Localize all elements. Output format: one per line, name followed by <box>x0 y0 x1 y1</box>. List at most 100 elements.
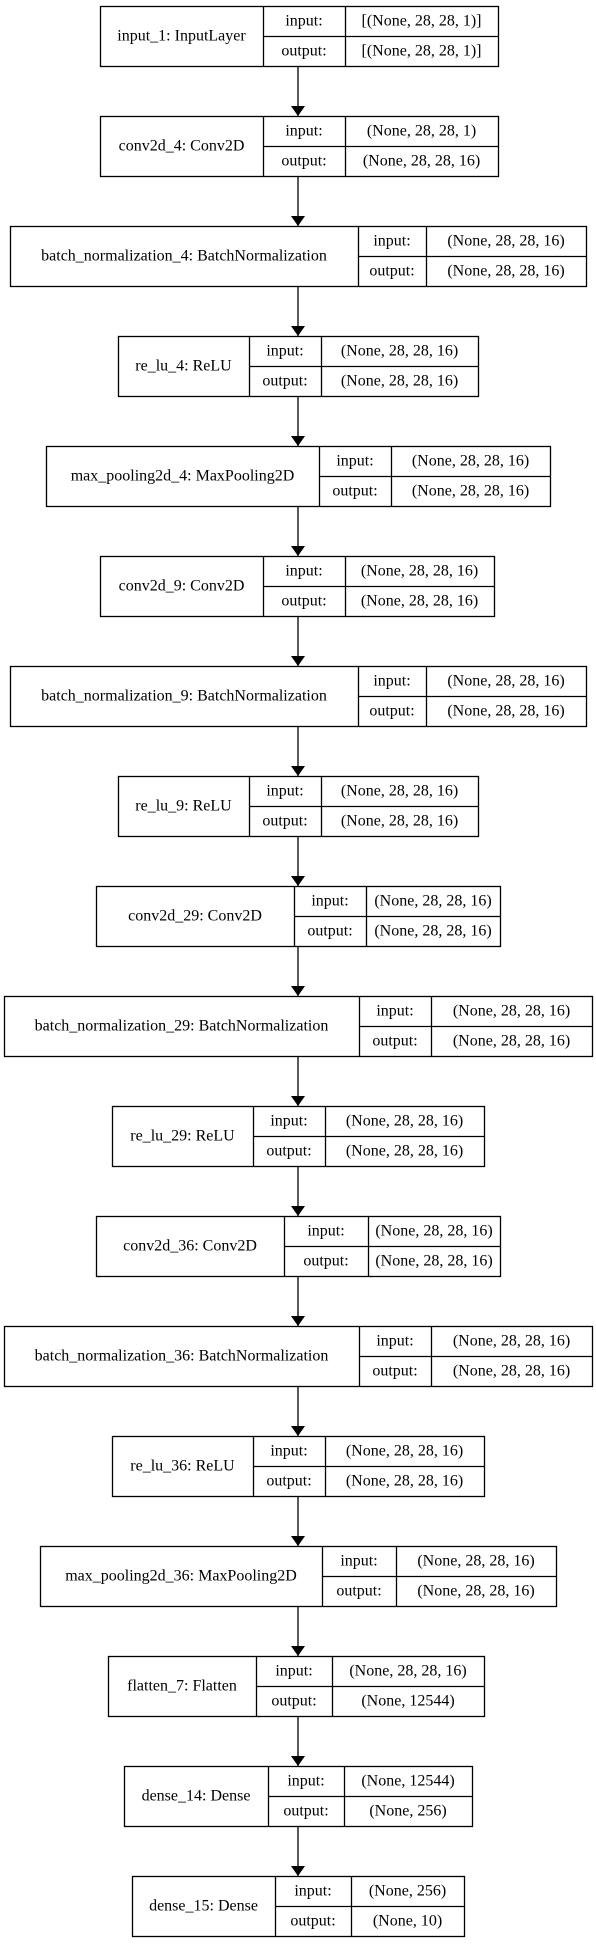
output-label: output: <box>372 1033 417 1050</box>
input-shape: (None, 28, 28, 16) <box>375 1223 492 1240</box>
input-label: input: <box>373 673 410 690</box>
layer-name: conv2d_4: Conv2D <box>119 138 245 155</box>
layer-node: batch_normalization_9: BatchNormalizatio… <box>9 665 588 728</box>
input-shape: (None, 28, 28, 16) <box>349 1663 466 1680</box>
layer-name: max_pooling2d_36: MaxPooling2D <box>65 1568 297 1585</box>
input-label: input: <box>376 1003 413 1020</box>
layer-name: max_pooling2d_4: MaxPooling2D <box>71 468 295 485</box>
output-label: output: <box>336 1583 381 1600</box>
output-shape: (None, 28, 28, 16) <box>447 263 564 280</box>
layer-node: batch_normalization_36: BatchNormalizati… <box>3 1325 594 1388</box>
input-shape: (None, 256) <box>369 1883 446 1900</box>
layer-name: dense_15: Dense <box>149 1898 258 1915</box>
output-label: output: <box>262 813 307 830</box>
input-shape: (None, 28, 28, 16) <box>346 1113 463 1130</box>
input-shape: (None, 28, 28, 16) <box>341 343 458 360</box>
layer-name: conv2d_9: Conv2D <box>119 578 245 595</box>
output-label: output: <box>281 153 326 170</box>
layer-name: input_1: InputLayer <box>117 28 246 45</box>
input-label: input: <box>285 13 322 30</box>
layer-node: re_lu_36: ReLU input: output: (None, 28, 28… <box>111 1435 486 1498</box>
input-label: input: <box>336 453 373 470</box>
output-label: output: <box>271 1693 316 1710</box>
output-shape: (None, 28, 28, 16) <box>447 703 564 720</box>
input-label: input: <box>287 1773 324 1790</box>
output-shape: (None, 28, 28, 16) <box>412 483 529 500</box>
input-shape: (None, 28, 28, 16) <box>341 783 458 800</box>
layer-node: flatten_7: Flatten input: output: (None, 28… <box>107 1655 486 1718</box>
input-label: input: <box>266 783 303 800</box>
input-label: input: <box>285 123 322 140</box>
layer-node: max_pooling2d_36: MaxPooling2D input: outp… <box>39 1545 558 1608</box>
input-label: input: <box>266 343 303 360</box>
layer-name: re_lu_9: ReLU <box>135 798 232 815</box>
output-label: output: <box>303 1253 348 1270</box>
input-shape: (None, 28, 28, 16) <box>453 1333 570 1350</box>
input-label: input: <box>376 1333 413 1350</box>
output-shape: (None, 28, 28, 16) <box>417 1583 534 1600</box>
layer-node: batch_normalization_4: BatchNormalizatio… <box>9 225 588 288</box>
output-shape: (None, 28, 28, 16) <box>374 923 491 940</box>
layer-name: re_lu_4: ReLU <box>135 358 232 375</box>
input-label: input: <box>307 1223 344 1240</box>
layer-name: re_lu_36: ReLU <box>130 1458 235 1475</box>
output-shape: [(None, 28, 28, 1)] <box>362 43 482 60</box>
input-shape: (None, 28, 28, 16) <box>417 1553 534 1570</box>
layer-node: re_lu_4: ReLU input: output: (None, 28, 28,… <box>117 335 480 398</box>
output-label: output: <box>369 703 414 720</box>
layer-name: batch_normalization_29: BatchNormalizati… <box>35 1018 329 1035</box>
input-label: input: <box>340 1553 377 1570</box>
input-shape: (None, 28, 28, 16) <box>447 673 564 690</box>
layer-node: max_pooling2d_4: MaxPooling2Dinput:outpu… <box>45 445 552 508</box>
layer-node: input_1: InputLayer input: output: [(None, … <box>99 5 500 68</box>
output-label: output: <box>369 263 414 280</box>
layer-name: flatten_7: Flatten <box>127 1678 237 1695</box>
input-label: input: <box>270 1113 307 1130</box>
input-shape: (None, 28, 28, 16) <box>346 1443 463 1460</box>
output-label: output: <box>266 1143 311 1160</box>
output-shape: (None, 28, 28, 16) <box>341 373 458 390</box>
layer-name: dense_14: Dense <box>142 1788 251 1805</box>
output-label: output: <box>262 373 307 390</box>
layer-node: conv2d_4: Conv2D input: output: (None, 28, … <box>99 115 500 178</box>
layer-name: conv2d_29: Conv2D <box>128 908 262 925</box>
input-shape: (None, 28, 28, 16) <box>453 1003 570 1020</box>
input-shape: (None, 28, 28, 16) <box>361 563 478 580</box>
layer-node: conv2d_9: Conv2D input: output: (None, 28, … <box>99 555 496 618</box>
output-shape: (None, 28, 28, 16) <box>341 813 458 830</box>
input-label: input: <box>275 1663 312 1680</box>
input-shape: (None, 28, 28, 1) <box>367 123 476 140</box>
input-shape: (None, 12544) <box>361 1773 454 1790</box>
layer-node: dense_14: Dense input: output: (None, 12544… <box>123 1765 474 1828</box>
output-shape: (None, 28, 28, 16) <box>363 153 480 170</box>
input-shape: (None, 28, 28, 16) <box>412 453 529 470</box>
input-label: input: <box>311 893 348 910</box>
output-shape: (None, 28, 28, 16) <box>453 1033 570 1050</box>
layer-name: batch_normalization_4: BatchNormalizatio… <box>41 248 327 265</box>
input-shape: (None, 28, 28, 16) <box>374 893 491 910</box>
layer-node: conv2d_29: Conv2D input: output: (None, 28,… <box>95 885 502 948</box>
output-shape: (None, 28, 28, 16) <box>361 593 478 610</box>
output-label: output: <box>283 1803 328 1820</box>
output-label: output: <box>281 593 326 610</box>
layer-node: re_lu_9: ReLU input: output: (None, 28, 28,… <box>117 775 480 838</box>
output-shape: (None, 12544) <box>361 1693 454 1710</box>
output-label: output: <box>266 1473 311 1490</box>
input-label: input: <box>285 563 322 580</box>
input-shape: (None, 28, 28, 16) <box>447 233 564 250</box>
output-label: output: <box>290 1913 335 1930</box>
output-label: output: <box>281 43 326 60</box>
input-shape: [(None, 28, 28, 1)] <box>362 13 482 30</box>
output-label: output: <box>372 1363 417 1380</box>
input-label: input: <box>270 1443 307 1460</box>
input-label: input: <box>294 1883 331 1900</box>
input-label: input: <box>373 233 410 250</box>
output-shape: (None, 28, 28, 16) <box>346 1473 463 1490</box>
layer-name: batch_normalization_9: BatchNormalizatio… <box>41 688 327 705</box>
output-label: output: <box>307 923 352 940</box>
output-shape: (None, 28, 28, 16) <box>375 1253 492 1270</box>
